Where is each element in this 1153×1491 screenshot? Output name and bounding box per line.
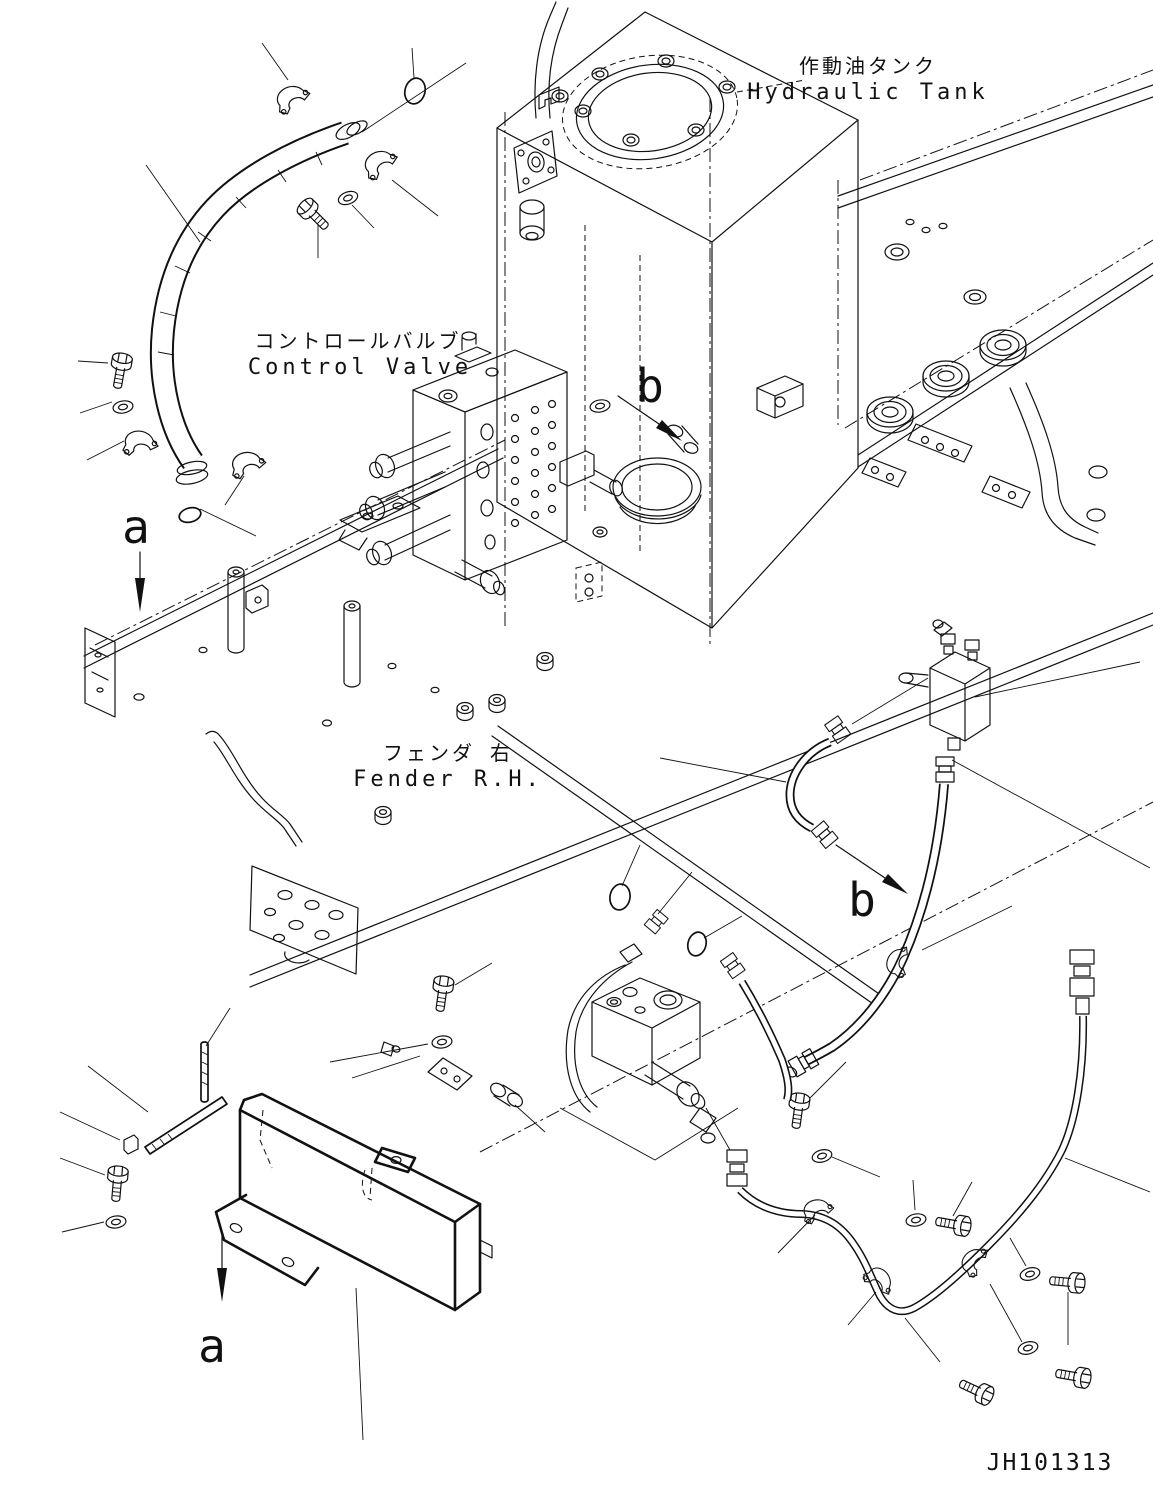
bolt (1048, 1270, 1087, 1295)
label-fender-en: Fender R.H. (353, 767, 543, 792)
drawing-number: JH101313 (987, 1450, 1114, 1476)
tank-side-block (756, 375, 804, 419)
cover-box-group (59, 962, 546, 1441)
arrow-a-top (135, 578, 145, 612)
hydraulic-tank (496, 1, 859, 629)
grommet (866, 396, 914, 434)
valve-spools (359, 431, 451, 566)
fender-frame (83, 69, 1153, 1153)
hose-clamp (360, 145, 403, 183)
hose-clamp (230, 450, 268, 480)
standoff-post (343, 600, 361, 688)
left-end-bracket (84, 627, 116, 718)
valve-ports (476, 399, 557, 550)
hose-clamp (121, 428, 161, 461)
o-ring (686, 931, 708, 957)
arrow-b-hose (882, 874, 908, 894)
manifold-block (565, 943, 717, 1144)
callouts: a a b b (122, 359, 908, 1373)
pin (200, 1041, 209, 1103)
bolt (293, 194, 335, 236)
hinge-plate (427, 1057, 473, 1091)
plug-o-ring (403, 77, 427, 105)
tank-elbow-fitting (666, 424, 699, 454)
tank-pipe (534, 1, 569, 119)
washer (104, 1214, 128, 1230)
leader-lines (77, 42, 467, 537)
tank-flange (513, 130, 558, 194)
suction-port-ring (612, 457, 702, 525)
pipe-bracket (538, 86, 560, 110)
label-hydraulic-tank-en: Hydraulic Tank (747, 80, 988, 105)
washer (904, 1211, 928, 1229)
clip (123, 1134, 139, 1155)
short-hose (785, 715, 852, 850)
hose-fitting (719, 952, 746, 980)
long-tube (726, 949, 1095, 1316)
connector-fitting (643, 908, 669, 935)
bolt (429, 974, 456, 1014)
label-fender-jp: フェンダ 右 (383, 741, 513, 765)
bolt (1053, 1362, 1094, 1390)
sleeve-fitting (489, 1082, 524, 1108)
tank-cover (575, 63, 725, 161)
fender-cutout-curve (205, 730, 303, 847)
label-control-valve-jp: コントロールバルブ (255, 329, 462, 353)
leader-lines (559, 661, 1151, 1363)
fender-support-bracket (1009, 382, 1099, 546)
washer (335, 188, 361, 208)
frame-plates (861, 423, 1031, 509)
strip (144, 1096, 228, 1155)
callout-b-hose: b (848, 873, 876, 927)
washer (1018, 1265, 1042, 1283)
label-control-valve-en: Control Valve (248, 355, 472, 380)
arrow-b-tank (656, 420, 682, 441)
perforated-plate (249, 865, 359, 975)
hose-hatching (157, 151, 323, 356)
suction-hose-group (77, 42, 467, 537)
washer (1016, 1339, 1040, 1357)
bolt (955, 1373, 998, 1408)
cover-bolts (551, 54, 806, 147)
tank-fitting (519, 199, 545, 241)
arrow-a-bottom (217, 1268, 227, 1302)
leader-lines (59, 962, 546, 1441)
o-ring (609, 883, 631, 911)
washer (810, 1147, 834, 1165)
bolt (106, 350, 134, 391)
control-valve (338, 331, 623, 603)
text-labels: 作動油タンク Hydraulic Tank コントロールバルブ Control … (248, 54, 1114, 1476)
hose-clamp (273, 81, 315, 117)
washer (111, 398, 135, 416)
solenoid-valve-block (898, 619, 991, 751)
valve-mount-plate (338, 495, 421, 551)
callout-a-bottom: a (198, 1319, 226, 1373)
callout-b-tank: b (636, 359, 664, 413)
right-plumbing (559, 619, 1151, 1408)
grease-fitting (380, 1041, 401, 1057)
o-ring (178, 506, 202, 524)
bolt (105, 1164, 130, 1203)
washer (430, 1034, 454, 1050)
valve-relief (454, 559, 506, 596)
callout-a-top: a (122, 500, 150, 554)
label-hydraulic-tank-jp: 作動油タンク (799, 54, 937, 78)
